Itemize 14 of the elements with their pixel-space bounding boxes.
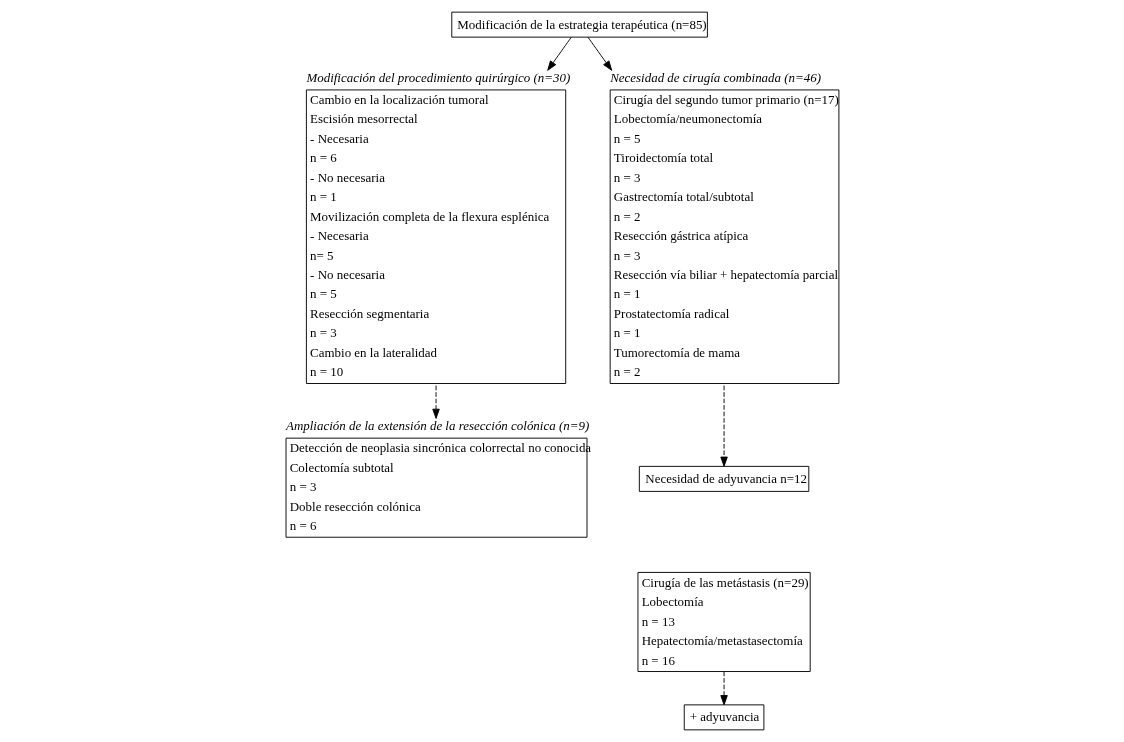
node-box: Modificación de la estrategia terapéutica (n=85) bbox=[451, 11, 708, 38]
node-box: Necesidad de adyuvancia n=12 bbox=[638, 465, 810, 492]
arrow bbox=[432, 385, 440, 419]
node-label: Necesidad de cirugía combinada (n=46) bbox=[610, 69, 822, 85]
node-label: Modificación del procedimiento quirúrgico (n=30) bbox=[306, 69, 571, 85]
node-label: Ampliación de la extensión de la resección colónica (n=9) bbox=[286, 417, 590, 433]
arrow bbox=[720, 671, 728, 706]
arrow bbox=[547, 36, 572, 71]
node-box: Cirugía de las metástasis (n=29) Lobectomía n = 13 Hepatectomía/metastasectomía n = 16 bbox=[637, 571, 811, 672]
node-box: Cirugía del segundo tumor primario (n=17) Lobectomía/neumonectomía n = 5 Tiroidectomía total n = 3 Gastrectomía total/subtotal n = 2 Resección gástrica atípica n = 3 Resección vía biliar + hepatectomía parcial n = 1 Prostatectomía radical n = 1 Tumorectomía de mama n = 2 bbox=[609, 89, 840, 384]
node-box: + adyuvancia bbox=[683, 704, 765, 731]
arrow bbox=[587, 36, 613, 71]
node-box: Cambio en la localización tumoral Escisión mesorrectal - Necesaria n = 6 - No necesaria n = 1 Movilización completa de la flexura esplénica - Necesaria n= 5 - No necesaria n = 5 Resección segmentaria n = 3 Cambio en la lateralidad n = 10 bbox=[305, 89, 567, 384]
arrow bbox=[720, 385, 728, 467]
